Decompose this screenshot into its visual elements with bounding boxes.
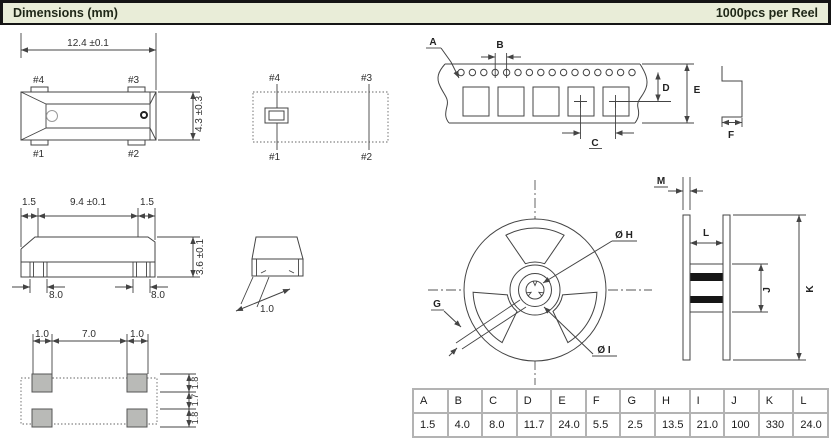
table-value-cell: 330 xyxy=(757,412,795,438)
tape-label-c: C xyxy=(591,138,598,149)
cavity-circle-mark xyxy=(46,110,58,122)
tape-label-d: D xyxy=(662,83,669,94)
schematic-pin2-label: #2 xyxy=(361,152,373,163)
sprocket-holes xyxy=(457,68,636,77)
table-header-cell: D xyxy=(515,388,553,414)
schematic-pin3-label: #3 xyxy=(361,73,373,84)
table-header-cell: B xyxy=(446,388,484,414)
reel-front-view-drawing: G Ø H Ø I xyxy=(428,180,652,385)
tape-pockets xyxy=(462,86,671,117)
land-pad-width-right-dim: 1.0 xyxy=(130,329,144,340)
package-end-view-drawing: 1.0 xyxy=(235,236,304,315)
table-value-cell: 24.0 xyxy=(550,412,587,438)
table-header-cell: J xyxy=(723,388,760,414)
reel-side-view-drawing: M L J K xyxy=(654,176,816,361)
top-view-pin2-label: #2 xyxy=(128,149,140,160)
reel-label-l: L xyxy=(703,228,709,239)
top-view-pin3-label: #3 xyxy=(128,75,140,86)
reel-label-g: G xyxy=(433,299,441,310)
reel-center-hole xyxy=(525,280,545,300)
table-header-cell: F xyxy=(584,388,622,414)
table-value-cell: 100 xyxy=(723,412,760,438)
package-top-view-drawing: 12.4 ±0.1 #4 #3 #1 #2 4.3 ±0.3 xyxy=(20,33,205,160)
dimension-table: A B C D E F G H I J K L 1.5 4.0 8.0 11.7… xyxy=(412,388,829,438)
tape-band xyxy=(690,273,723,281)
table-value-cell: 2.5 xyxy=(619,412,657,438)
side-view-center-dim: 9.4 ±0.1 xyxy=(70,197,107,208)
reel-quantity-label: 1000pcs per Reel xyxy=(715,6,818,20)
table-header-cell: H xyxy=(654,388,691,414)
table-header-cell: A xyxy=(412,388,449,414)
reel-label-h: Ø H xyxy=(615,230,633,241)
pin-connection-schematic: #4 #3 #1 #2 xyxy=(252,73,389,163)
tape-label-e: E xyxy=(694,85,701,96)
land-pad-height-bottom-dim: 1.8 xyxy=(190,412,200,425)
table-value-cell: 4.0 xyxy=(446,412,484,438)
table-header-cell: I xyxy=(688,388,726,414)
page-title: Dimensions (mm) xyxy=(13,6,118,20)
table-value-cell: 24.0 xyxy=(792,412,829,438)
top-view-width-dim: 12.4 ±0.1 xyxy=(67,38,109,49)
top-view-height-dim: 4.3 ±0.3 xyxy=(194,96,205,133)
pin1-index-dot xyxy=(140,111,148,119)
reel-label-j: J xyxy=(762,287,773,293)
table-value-cell: 8.0 xyxy=(481,412,518,438)
schematic-pin1-label: #1 xyxy=(269,152,281,163)
package-side-view-drawing: 1.5 9.4 ±0.1 1.5 3.6 ±0.1 8.0 8.0 xyxy=(12,197,206,301)
tape-cross-section xyxy=(721,66,743,124)
land-pattern-drawing: 1.0 7.0 1.0 1.8 1.7 1.8 xyxy=(20,329,200,428)
side-view-left-dim: 1.5 xyxy=(22,197,36,208)
side-view-right-dim: 1.5 xyxy=(140,197,154,208)
header-bar: Dimensions (mm) 1000pcs per Reel xyxy=(0,0,831,25)
tape-label-b: B xyxy=(496,40,503,51)
table-value-cell: 5.5 xyxy=(584,412,622,438)
reel-label-m: M xyxy=(657,176,665,187)
tape-label-f: F xyxy=(728,130,734,141)
table-header-cell: C xyxy=(481,388,518,414)
top-view-pin1-label: #1 xyxy=(33,149,45,160)
table-value-cell: 21.0 xyxy=(688,412,726,438)
side-view-pad-left-dim: 8.0 xyxy=(49,290,63,301)
table-header-row: A B C D E F G H I J K L xyxy=(412,388,829,414)
carrier-tape-drawing: A B C D E F xyxy=(426,37,743,149)
table-value-cell: 13.5 xyxy=(654,412,691,438)
side-view-height-dim: 3.6 ±0.1 xyxy=(195,239,206,276)
reel-label-k: K xyxy=(805,285,816,293)
reel-flange-right xyxy=(722,214,731,361)
table-header-cell: L xyxy=(792,388,829,414)
schematic-pin4-label: #4 xyxy=(269,73,281,84)
table-header-cell: K xyxy=(757,388,795,414)
table-value-cell: 11.7 xyxy=(515,412,553,438)
reel-flange-left xyxy=(682,214,691,361)
table-header-cell: G xyxy=(619,388,657,414)
land-row-gap-dim: 1.7 xyxy=(190,394,200,407)
table-value-cell: 1.5 xyxy=(412,412,449,438)
table-value-row: 1.5 4.0 8.0 11.7 24.0 5.5 2.5 13.5 21.0 … xyxy=(412,412,829,438)
land-pad-height-top-dim: 1.8 xyxy=(190,377,200,390)
side-view-pad-right-dim: 8.0 xyxy=(151,290,165,301)
end-view-pad-dim: 1.0 xyxy=(260,304,274,315)
table-header-cell: E xyxy=(550,388,587,414)
tape-label-a: A xyxy=(429,37,436,48)
reel-label-i: Ø I xyxy=(597,345,611,356)
land-pad-gap-dim: 7.0 xyxy=(82,329,96,340)
tape-band xyxy=(690,296,723,303)
land-pad-width-left-dim: 1.0 xyxy=(35,329,49,340)
top-view-pin4-label: #4 xyxy=(33,75,45,86)
